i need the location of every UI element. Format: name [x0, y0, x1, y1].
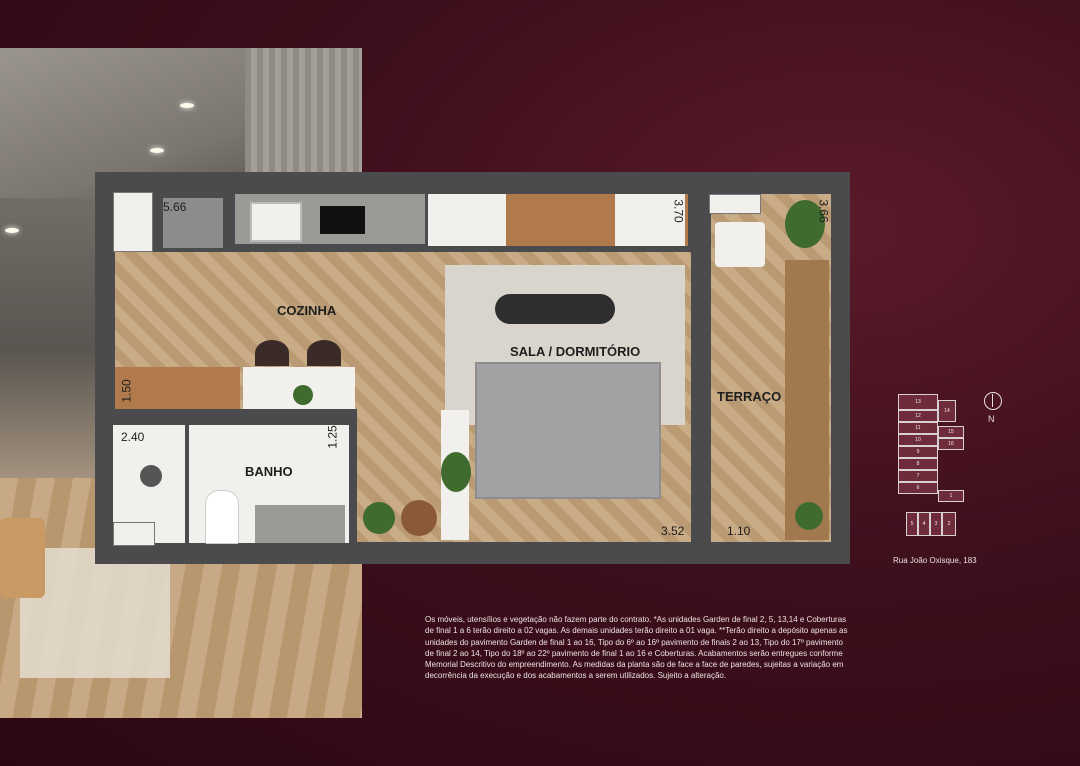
wall	[95, 409, 357, 425]
key-plan: 13 12 14 11 10 15 9 16 8 7 6 1 5 4 3 2	[898, 392, 966, 540]
unit-cell: 10	[898, 434, 938, 446]
dimension-label: 1.50	[119, 379, 134, 403]
compass-icon	[984, 392, 1002, 410]
unit-cell: 6	[898, 482, 938, 494]
terrace-sink	[715, 222, 765, 267]
dimension-label: 1.10	[727, 524, 751, 538]
unit-cell: 2	[942, 512, 956, 536]
unit-cell: 16	[938, 438, 964, 450]
closet-rack	[428, 194, 506, 246]
unit-cell: 3	[930, 512, 942, 536]
disclaimer-text: Os móveis, utensílios e vegetação não fa…	[425, 615, 848, 681]
wall	[349, 409, 357, 549]
coffee-table	[495, 294, 615, 324]
dimension-label: 1.25	[325, 425, 340, 449]
unit-cell: 12	[898, 410, 938, 422]
terrace-bench	[785, 260, 829, 540]
unit-cell: 11	[898, 422, 938, 434]
cooktop	[320, 206, 365, 234]
ceiling-light	[5, 228, 19, 233]
room-label-terraco: TERRAÇO	[717, 389, 782, 404]
dimension-label: 2.40	[121, 430, 145, 444]
ceiling-light	[180, 103, 194, 108]
compass-north-label: N	[988, 414, 995, 424]
dimension-label: 3.66	[816, 199, 831, 223]
unit-cell: 14	[938, 400, 956, 422]
sink	[250, 202, 302, 242]
dimension-label: 3.70	[671, 199, 686, 223]
side-table	[401, 500, 437, 536]
dining-counter	[115, 367, 240, 409]
terrace-window	[709, 194, 761, 214]
stool	[307, 340, 341, 366]
unit-cell: 4	[918, 512, 930, 536]
unit-cell: 1	[938, 490, 964, 502]
unit-cell: 9	[898, 446, 938, 458]
wall	[185, 425, 189, 543]
room-label-banho: BANHO	[245, 464, 293, 479]
unit-cell: 15	[938, 426, 964, 438]
unit-cell: 8	[898, 458, 938, 470]
refrigerator	[163, 198, 223, 248]
dimension-label: 5.66	[163, 200, 187, 214]
plant	[785, 200, 825, 248]
laundry-window	[113, 192, 153, 252]
bathroom-counter	[255, 505, 345, 543]
plant	[363, 502, 395, 534]
unit-cell: 13	[898, 394, 938, 410]
plant	[795, 502, 823, 530]
rug	[20, 548, 170, 678]
shower-drain	[140, 465, 162, 487]
unit-cell: 5	[906, 512, 918, 536]
plant	[293, 385, 313, 405]
room-label-cozinha: COZINHA	[277, 303, 337, 318]
bathroom-window	[113, 522, 155, 546]
room-label-sala: SALA / DORMITÓRIO	[510, 344, 641, 359]
ceiling-light	[150, 148, 164, 153]
stool	[255, 340, 289, 366]
closet-rack	[615, 194, 685, 246]
plant	[441, 452, 471, 492]
chair	[0, 518, 45, 598]
toilet	[205, 490, 239, 544]
bed	[475, 362, 661, 499]
street-address: Rua João Oxisque, 183	[893, 556, 977, 565]
floor-plan: COZINHA SALA / DORMITÓRIO TERRAÇO BANHO …	[95, 172, 850, 564]
unit-cell: 7	[898, 470, 938, 482]
dimension-label: 3.52	[661, 524, 685, 538]
wall	[691, 172, 711, 547]
